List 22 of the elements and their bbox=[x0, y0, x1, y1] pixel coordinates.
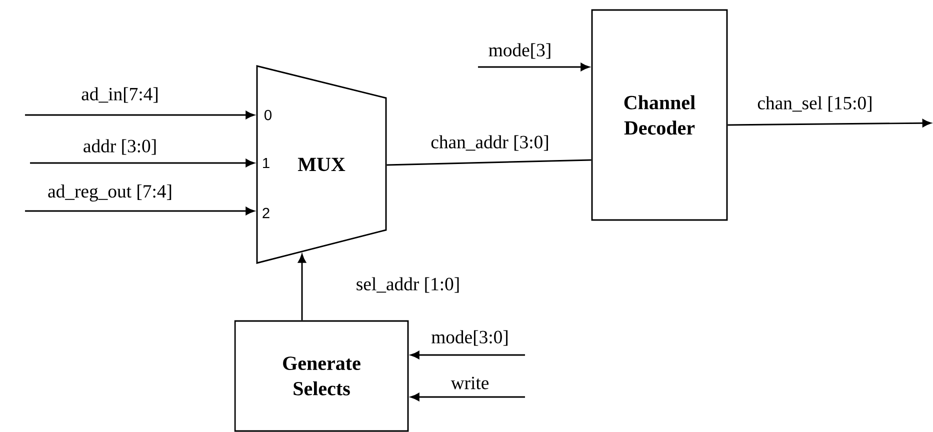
block-box: Channel Decoder bbox=[591, 9, 728, 221]
signal-label: sel_addr [1:0] bbox=[354, 276, 462, 294]
port-number: 0 bbox=[264, 110, 272, 120]
signal-arrow bbox=[410, 350, 525, 359]
block-box: Generate Selects bbox=[234, 320, 409, 432]
signal-label: addr [3:0] bbox=[82, 138, 158, 156]
signal-label: ad_in[7:4] bbox=[80, 86, 160, 104]
signal-arrow bbox=[25, 206, 254, 215]
port-number: 2 bbox=[262, 208, 270, 218]
signal-label: chan_addr [3:0] bbox=[429, 134, 551, 152]
signal-arrow bbox=[478, 62, 590, 72]
signal-label: write bbox=[450, 375, 490, 391]
port-number: 1 bbox=[263, 158, 270, 168]
signal-arrow bbox=[25, 110, 254, 119]
signal-arrow bbox=[410, 392, 525, 401]
signal-label: mode[3] bbox=[487, 42, 553, 60]
signal-label: chan_sel [15:0] bbox=[756, 94, 874, 114]
signal-label: ad_reg_out [7:4] bbox=[46, 183, 174, 203]
signal-label: mode[3:0] bbox=[430, 328, 510, 348]
signal-arrow bbox=[30, 158, 254, 167]
signal-arrow bbox=[298, 254, 306, 320]
signal-arrow bbox=[728, 119, 932, 128]
